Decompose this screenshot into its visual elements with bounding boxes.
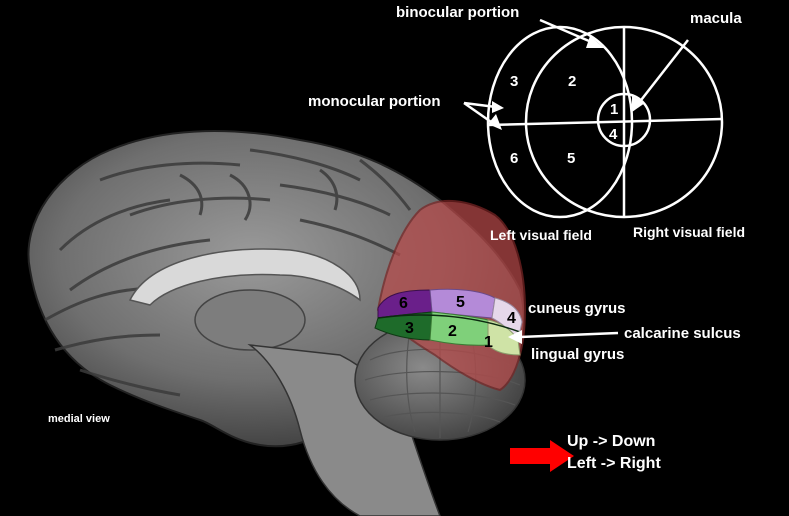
thalamus <box>194 289 306 351</box>
region-1 <box>487 319 521 356</box>
field-label-arrows <box>463 18 689 130</box>
horizontal-meridian <box>487 117 723 127</box>
brain-number-2: 2 <box>448 323 457 340</box>
legend-line-2: Left -> Right <box>567 455 661 472</box>
label-macula: macula <box>690 10 742 27</box>
label-binocular-portion: binocular portion <box>396 4 520 21</box>
macula-circle <box>596 92 652 148</box>
field-number-4: 4 <box>609 126 618 143</box>
brain-number-6: 6 <box>399 295 408 312</box>
brain-number-1: 1 <box>484 334 493 351</box>
brain-number-5: 5 <box>456 294 465 311</box>
brain-medial-view <box>27 130 526 516</box>
field-number-6: 6 <box>510 150 518 167</box>
direction-legend: Up -> Down Left -> Right <box>567 431 661 475</box>
gyri-texture <box>44 148 412 397</box>
calcarine-sulcus-line <box>377 314 521 333</box>
label-monocular-portion: monocular portion <box>308 93 441 110</box>
brain-numbers: 6 5 4 3 2 1 <box>399 294 516 351</box>
direction-arrow <box>510 440 574 472</box>
label-cuneus-gyrus: cuneus gyrus <box>528 300 626 317</box>
occipital-lobe-overlay <box>374 199 527 392</box>
corpus-callosum <box>128 248 361 306</box>
field-number-3: 3 <box>510 73 518 90</box>
label-calcarine-sulcus: calcarine sulcus <box>624 325 741 342</box>
brain-number-4: 4 <box>507 310 516 327</box>
field-number-2: 2 <box>568 73 576 90</box>
visual-field-diagram <box>486 25 724 219</box>
legend-line-1: Up -> Down <box>567 433 656 450</box>
label-left-visual-field: Left visual field <box>490 227 592 243</box>
field-numbers: 3 2 1 4 6 5 <box>510 73 618 167</box>
calcarine-pointer <box>508 330 619 344</box>
brain-number-3: 3 <box>405 320 414 337</box>
label-lingual-gyrus: lingual gyrus <box>531 346 625 363</box>
label-medial-view: medial view <box>48 413 110 425</box>
field-number-5: 5 <box>567 150 575 167</box>
label-right-visual-field: Right visual field <box>633 224 746 240</box>
field-number-1: 1 <box>610 101 618 118</box>
